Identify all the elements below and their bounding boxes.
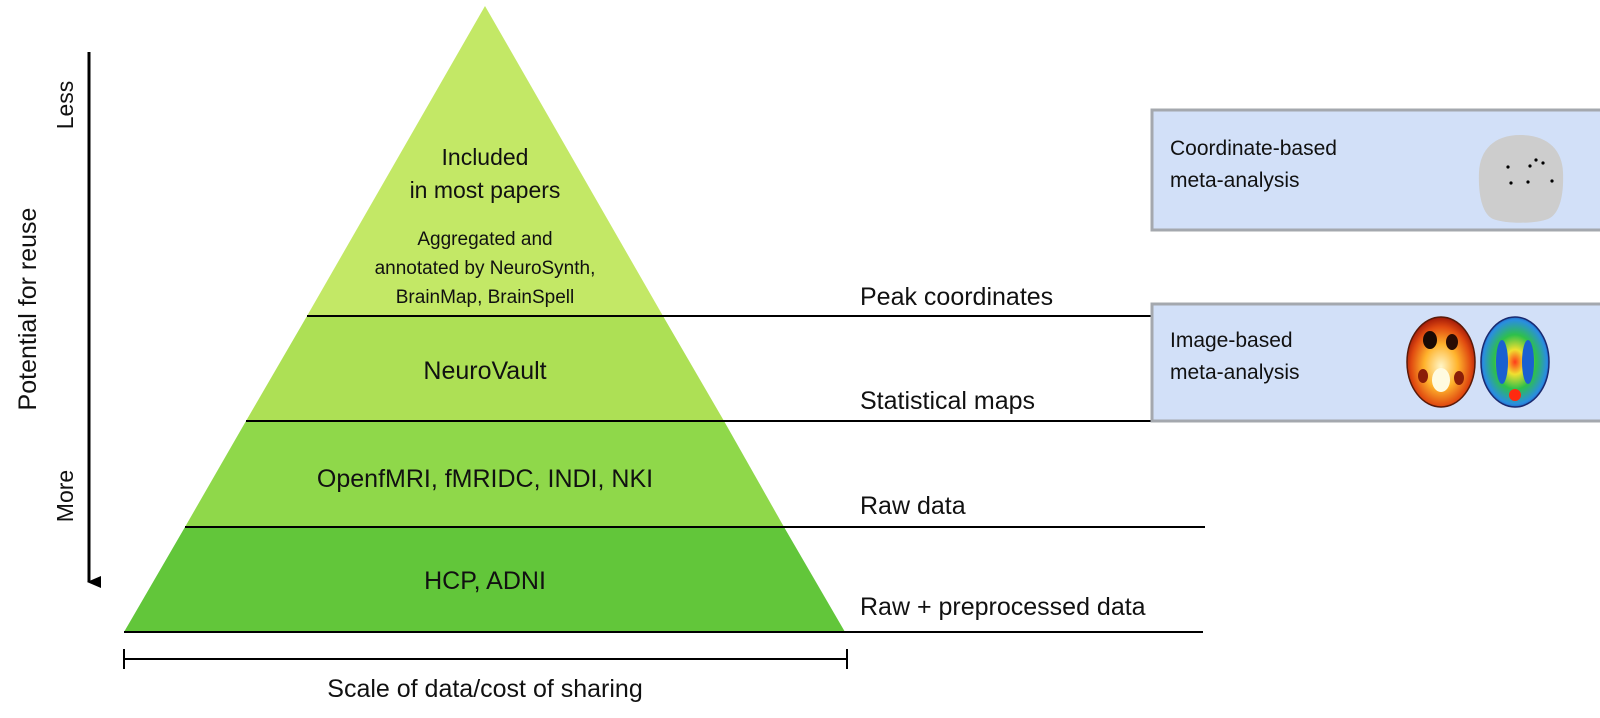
coordinate-based-line-1: Coordinate-based (1170, 137, 1337, 160)
tier-raw-label: OpenfMRI, fMRIDC, INDI, NKI (317, 465, 653, 493)
axis-label-potential-for-reuse: Potential for reuse (14, 208, 42, 411)
brain-dots-icon (1478, 135, 1564, 223)
tier-neurovault-label: NeuroVault (423, 357, 546, 385)
tier-top-subline-3: BrainMap, BrainSpell (396, 287, 574, 308)
level-label-raw-data: Raw data (860, 492, 966, 520)
level-label-raw-preprocessed: Raw + preprocessed data (860, 593, 1146, 621)
tier-top-line-2: in most papers (410, 177, 561, 203)
axis-label-more: More (52, 470, 78, 522)
pyramid-tier-top (307, 6, 663, 316)
level-label-statistical-maps: Statistical maps (860, 387, 1035, 415)
pyramid-tier-neurovault (246, 316, 724, 421)
pyramid-tier-raw (185, 421, 784, 527)
coordinate-based-box: Coordinate-based meta-analysis (1150, 108, 1600, 232)
image-based-line-1: Image-based (1170, 329, 1293, 352)
brain-maps-icon (1406, 316, 1550, 408)
axis-label-less: Less (52, 81, 78, 130)
axis-label-scale-of-data: Scale of data/cost of sharing (327, 675, 642, 703)
tier-top-subline-1: Aggregated and (417, 229, 552, 250)
coordinate-based-line-2: meta-analysis (1170, 169, 1300, 192)
level-label-peak-coordinates: Peak coordinates (860, 283, 1053, 311)
pyramid-tier-base (124, 527, 845, 632)
tier-top-subline-2: annotated by NeuroSynth, (375, 258, 596, 279)
image-based-line-2: meta-analysis (1170, 361, 1300, 384)
tier-top-line-1: Included (442, 144, 529, 170)
tier-base-label: HCP, ADNI (424, 567, 546, 595)
image-based-box: Image-based meta-analysis (1150, 302, 1600, 423)
